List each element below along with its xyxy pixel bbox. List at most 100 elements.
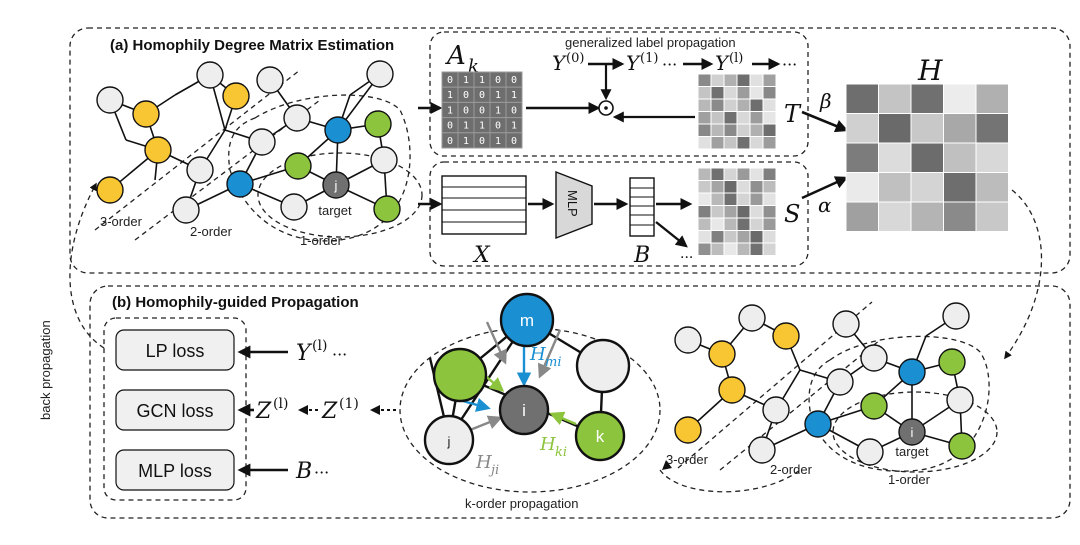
adjacency-cell-value: 0 (511, 136, 517, 147)
h-matrix-cell (878, 201, 912, 232)
output-graph: i target 3-order 2-order 1-order (666, 301, 998, 487)
s-similarity-matrix (697, 167, 777, 256)
sim-matrix-cell (762, 192, 777, 206)
loss-yl-sup: (l) (312, 338, 327, 354)
order-divider-3b (677, 301, 873, 469)
graph-node (370, 146, 398, 174)
adjacency-cell-value: 0 (511, 75, 517, 86)
loss-b-label: B (295, 459, 312, 484)
sim-matrix-cell (749, 242, 764, 256)
gcn-loss-label: GCN loss (136, 401, 213, 421)
order-3-label-b: 3-order (666, 452, 709, 467)
h-matrix-cell (845, 201, 879, 232)
adjacency-cell-value: 1 (495, 90, 501, 101)
graph-node (172, 196, 200, 224)
sim-matrix-cell (697, 217, 712, 231)
h-mi-sub: mi (545, 355, 562, 370)
gcn-loss-box (115, 389, 235, 431)
node-j-label: j (447, 434, 451, 449)
sim-matrix-cell (723, 217, 738, 231)
section-b-frame (89, 285, 1071, 519)
sim-matrix-cell (697, 230, 712, 244)
yl-matrix-cell (736, 86, 751, 100)
input-graph: j target 3-order 2-order 1-order (94, 60, 423, 248)
graph-node (366, 60, 394, 88)
h-matrix-cell (943, 201, 977, 232)
sim-matrix-cell (697, 180, 712, 194)
adjacency-cell-value: 0 (447, 75, 453, 86)
order-divider-2b (719, 339, 881, 471)
s-label: S (784, 200, 800, 228)
yl-matrix-cell (697, 98, 712, 112)
graph-nodes (96, 60, 401, 224)
adjacency-cell-value: 0 (463, 90, 469, 101)
h-matrix-cell (943, 83, 977, 114)
h-matrix-cell (845, 113, 879, 144)
adjacency-cell-value: 0 (463, 105, 469, 116)
yl-matrix-cell (697, 73, 712, 87)
graph-node (280, 193, 308, 221)
yl-label: Y (715, 51, 730, 75)
yl-matrix-cell (749, 111, 764, 125)
h-matrix-cell (878, 142, 912, 173)
k-order-link-head (662, 460, 672, 470)
loss-z1-label: Z (321, 399, 338, 424)
graph-node (186, 156, 214, 184)
yl-matrix-cell (749, 86, 764, 100)
yl-matrix-cell (749, 123, 764, 137)
node-k-label: k (596, 427, 605, 446)
adjacency-cell-value: 1 (511, 90, 517, 101)
sim-matrix-cell (697, 242, 712, 256)
sim-matrix-cell (749, 167, 764, 181)
y0-label: Y (552, 51, 567, 75)
yl-matrix-cell (749, 73, 764, 87)
yl-matrix-cell (762, 98, 777, 112)
adjacency-cell-value: 1 (463, 121, 469, 132)
adjacency-cell (505, 132, 523, 149)
h-matrix-cell (845, 83, 879, 114)
h-matrix-cell (975, 83, 1009, 114)
graph-node (96, 176, 124, 204)
h-matrix-cell (878, 113, 912, 144)
yl-matrix-cell (710, 73, 725, 87)
yl-matrix-cell (749, 98, 764, 112)
h-ji-label: H (475, 452, 492, 473)
yl-matrix-cell (762, 73, 777, 87)
sim-matrix-cell (762, 217, 777, 231)
graph-node (96, 86, 124, 114)
sim-matrix-cell (749, 205, 764, 219)
h-ki-sub: ki (555, 445, 567, 460)
arrow-j-to-i (469, 415, 503, 432)
target2-label: target (895, 444, 929, 459)
gray-arrow-top (485, 321, 507, 365)
mlp-block (555, 170, 593, 240)
embedding-matrix-b (629, 177, 655, 237)
y1-sup: (1) (640, 51, 658, 66)
h-matrix-cell (975, 172, 1009, 203)
h-matrix-cell (975, 142, 1009, 173)
node-k (574, 410, 626, 462)
mlp-label: MLP (565, 190, 580, 217)
loss-z1-sup: (1) (339, 396, 359, 412)
sim-matrix-cell (736, 192, 751, 206)
graph-node (283, 104, 311, 132)
y1-label: Y (626, 51, 641, 75)
sim-matrix-cell (710, 192, 725, 206)
graph-node (373, 195, 401, 223)
arrow-h-to-graph (1004, 189, 1043, 360)
sim-matrix-cell (710, 242, 725, 256)
sim-matrix-cell (762, 180, 777, 194)
loss-zl-sup: (l) (273, 396, 288, 412)
yl-dots: ··· (782, 55, 797, 74)
adjacency-cell-value: 1 (479, 75, 485, 86)
loss-zl-label: Z (255, 399, 272, 424)
graph-node (226, 170, 254, 198)
b-dots: ··· (680, 250, 693, 266)
adjacency-cell-value: 0 (479, 90, 485, 101)
y1-dots: ··· (662, 55, 677, 74)
yl-matrix-cell (736, 73, 751, 87)
h-matrix-cell (845, 172, 879, 203)
adjacency-cell-value: 0 (511, 105, 517, 116)
h-matrix-cell (878, 83, 912, 114)
sim-matrix-cell (736, 230, 751, 244)
